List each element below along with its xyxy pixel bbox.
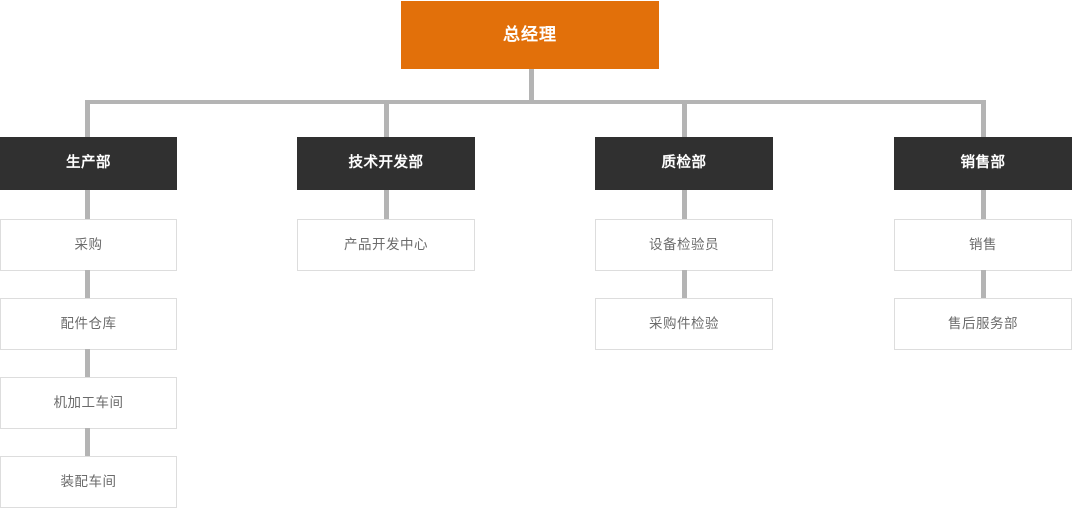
node-label: 设备检验员 [649,236,719,253]
node-label: 配件仓库 [60,315,117,332]
connector-bus-to-dept-3 [682,100,687,138]
node-col4-child-2[interactable]: 售后服务部 [894,298,1072,350]
connector-bus-to-dept-1 [85,100,90,138]
connector-col1-d-to-c1 [85,190,90,220]
connector-col3-d-to-c1 [682,190,687,220]
node-department-3[interactable]: 质检部 [595,137,773,190]
node-col1-child-4[interactable]: 装配车间 [0,456,177,508]
node-department-4[interactable]: 销售部 [894,137,1072,190]
node-department-1[interactable]: 生产部 [0,137,177,190]
node-root-general-manager[interactable]: 总经理 [401,1,659,69]
node-label: 质检部 [661,154,707,171]
node-label: 采购 [74,236,103,253]
connector-horizontal-bus [85,100,986,104]
node-label: 售后服务部 [948,315,1018,332]
connector-col1-c1-to-c2 [85,270,90,299]
node-col2-child-1[interactable]: 产品开发中心 [297,219,475,271]
node-label: 采购件检验 [649,315,719,332]
node-col4-child-1[interactable]: 销售 [894,219,1072,271]
node-col3-child-1[interactable]: 设备检验员 [595,219,773,271]
node-label: 销售 [969,236,997,253]
node-label: 总经理 [503,24,557,45]
node-label: 生产部 [66,154,111,171]
node-label: 机加工车间 [53,394,124,411]
connector-col4-c1-to-c2 [981,270,986,299]
node-department-2[interactable]: 技术开发部 [297,137,475,190]
node-label: 销售部 [960,154,1006,171]
connector-bus-to-dept-2 [384,100,389,138]
node-col1-child-2[interactable]: 配件仓库 [0,298,177,350]
connector-col4-d-to-c1 [981,190,986,220]
connector-col1-c2-to-c3 [85,349,90,378]
node-col1-child-1[interactable]: 采购 [0,219,177,271]
node-label: 产品开发中心 [344,236,428,253]
node-col3-child-2[interactable]: 采购件检验 [595,298,773,350]
connector-col3-c1-to-c2 [682,270,687,299]
connector-root-stem [529,69,534,101]
connector-bus-to-dept-4 [981,100,986,138]
node-col1-child-3[interactable]: 机加工车间 [0,377,177,429]
connector-col1-c3-to-c4 [85,428,90,457]
node-label: 技术开发部 [348,154,424,171]
connector-col2-d-to-c1 [384,190,389,220]
node-label: 装配车间 [60,473,117,490]
